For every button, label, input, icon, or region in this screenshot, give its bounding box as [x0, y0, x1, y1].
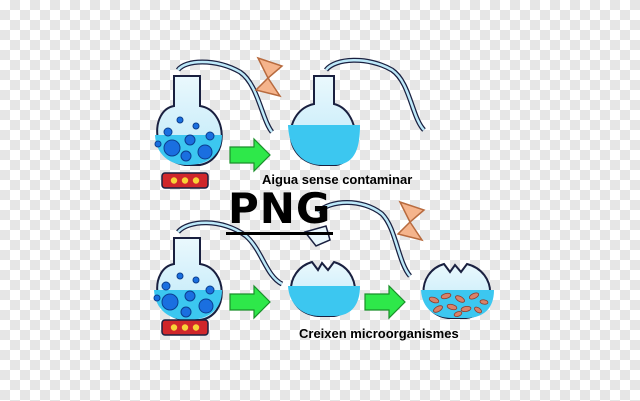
caption-microorganisms-grow: Creixen microorganismes — [299, 326, 459, 341]
broken-neck-icon — [303, 225, 331, 247]
flask-boiling-top — [154, 59, 275, 166]
arrow-right-icon-bottom-2 — [364, 284, 406, 320]
heater-icon-top — [161, 172, 209, 189]
flask-sterile-top — [288, 57, 426, 166]
arrow-right-icon-bottom-1 — [229, 284, 271, 320]
flask-broken-neck — [288, 200, 413, 317]
bubbles — [154, 116, 215, 162]
flask-boiling-bottom — [153, 220, 284, 321]
arrow-right-icon-top — [229, 137, 271, 173]
flask-contaminated — [421, 262, 494, 319]
microbes — [428, 292, 489, 317]
hourglass-icon-bottom — [396, 200, 426, 242]
heater-icon-bottom — [161, 319, 209, 336]
hourglass-icon-top — [254, 56, 284, 98]
watermark-png: PNG — [226, 184, 334, 235]
caption-sterile-water: Aigua sense contaminar — [262, 172, 413, 187]
